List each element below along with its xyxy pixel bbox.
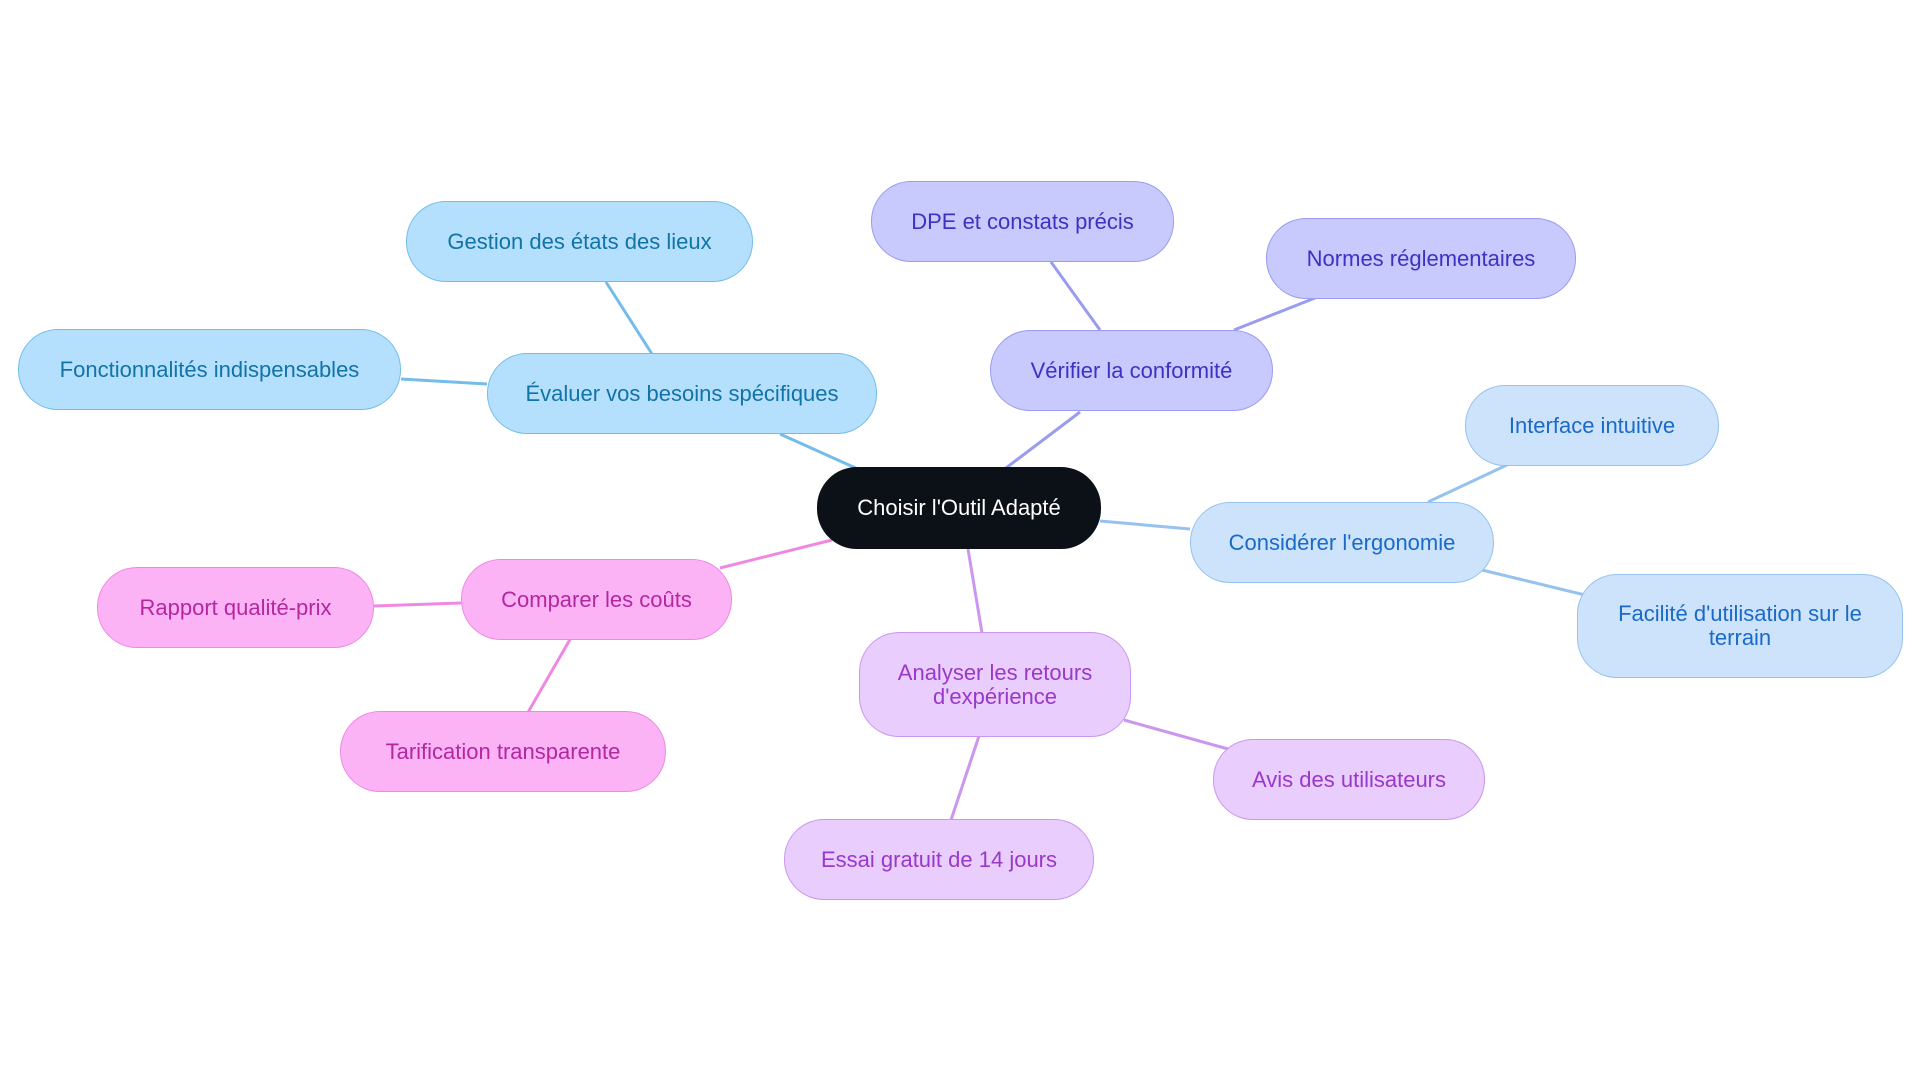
leaf-avis[interactable]: Avis des utilisateurs xyxy=(1213,739,1485,820)
edge-couts-tarification xyxy=(525,635,574,715)
leaf-dpe[interactable]: DPE et constats précis xyxy=(871,181,1174,262)
edge-couts-rapport xyxy=(373,601,462,608)
branch-conformite[interactable]: Vérifier la conformité xyxy=(990,330,1273,411)
branch-couts-label: Comparer les coûts xyxy=(501,586,692,612)
branch-besoins-label: Évaluer vos besoins spécifiques xyxy=(525,380,839,406)
leaf-facilite-label: Facilité d'utilisation sur le terrain xyxy=(1618,601,1862,650)
leaf-avis-label: Avis des utilisateurs xyxy=(1251,766,1446,792)
branch-ergonomie-label: Considérer l'ergonomie xyxy=(1228,529,1456,555)
branch-conformite-label: Vérifier la conformité xyxy=(1030,357,1233,383)
leaf-rapport-label: Rapport qualité-prix xyxy=(139,594,332,620)
leaf-tarification-label: Tarification transparente xyxy=(385,738,621,764)
leaf-dpe-label: DPE et constats précis xyxy=(911,208,1134,234)
branch-couts[interactable]: Comparer les coûts xyxy=(461,559,732,640)
edge-retours-essai xyxy=(949,735,981,821)
branch-ergonomie[interactable]: Considérer l'ergonomie xyxy=(1190,502,1494,583)
root-node[interactable]: Choisir l'Outil Adapté xyxy=(817,467,1101,549)
leaf-rapport[interactable]: Rapport qualité-prix xyxy=(97,567,374,648)
leaf-fonctionnalites[interactable]: Fonctionnalités indispensables xyxy=(18,329,401,410)
leaf-essai-label: Essai gratuit de 14 jours xyxy=(820,846,1058,872)
edge-retours-avis xyxy=(1123,718,1229,751)
edge-root-conformite xyxy=(1005,410,1081,470)
leaf-gestion-etats[interactable]: Gestion des états des lieux xyxy=(406,201,753,282)
leaf-fonctionnalites-label: Fonctionnalités indispensables xyxy=(59,356,360,382)
leaf-interface[interactable]: Interface intuitive xyxy=(1465,385,1719,466)
leaf-normes[interactable]: Normes réglementaires xyxy=(1266,218,1576,299)
branch-retours[interactable]: Analyser les retours d'expérience xyxy=(859,632,1131,737)
edge-root-couts xyxy=(719,538,833,570)
leaf-tarification[interactable]: Tarification transparente xyxy=(340,711,666,792)
edge-conformite-dpe xyxy=(1049,261,1102,331)
leaf-gestion-etats-label: Gestion des états des lieux xyxy=(447,228,712,254)
edge-besoins-gestion xyxy=(604,281,654,355)
leaf-interface-label: Interface intuitive xyxy=(1508,412,1676,438)
edge-conformite-normes xyxy=(1233,296,1316,332)
edge-root-ergonomie xyxy=(1099,519,1191,531)
root-label: Choisir l'Outil Adapté xyxy=(857,495,1061,520)
leaf-essai[interactable]: Essai gratuit de 14 jours xyxy=(784,819,1094,900)
edge-besoins-fonctionnalites xyxy=(400,377,488,386)
edge-root-retours xyxy=(966,548,984,634)
leaf-facilite[interactable]: Facilité d'utilisation sur le terrain xyxy=(1577,574,1903,678)
leaf-normes-label: Normes réglementaires xyxy=(1306,245,1536,271)
edge-ergonomie-interface xyxy=(1427,462,1510,504)
edge-root-besoins xyxy=(779,432,861,472)
branch-retours-label: Analyser les retours d'expérience xyxy=(897,659,1093,709)
edge-ergonomie-facilite xyxy=(1481,568,1586,597)
branch-besoins[interactable]: Évaluer vos besoins spécifiques xyxy=(487,353,877,434)
